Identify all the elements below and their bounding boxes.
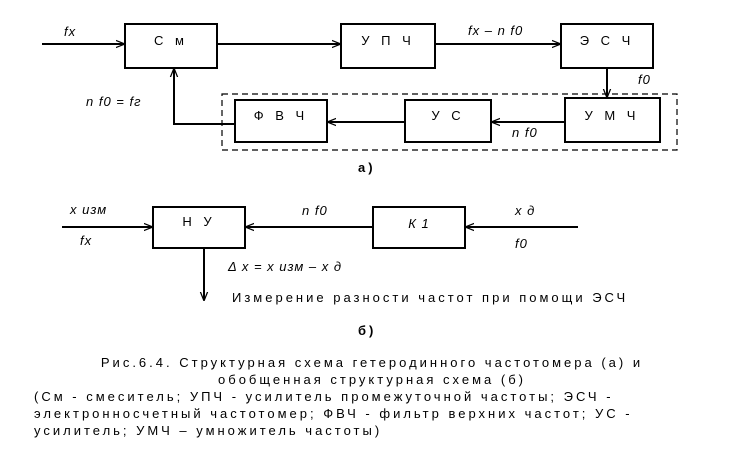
figure-caption: Рис.6.4. Структурная схема гетеродинного… bbox=[34, 355, 643, 438]
label-xmeas: x изм bbox=[69, 202, 107, 217]
sublabel-b: б) bbox=[358, 323, 376, 338]
diagram-a: С м У П Ч Э С Ч У М Ч У С Ф В Ч fx fx – … bbox=[42, 23, 678, 175]
amplifier-block bbox=[404, 99, 492, 143]
label-f0: f0 bbox=[515, 236, 528, 251]
amplifier-label: У С bbox=[431, 108, 464, 123]
multiplier-label: У М Ч bbox=[585, 108, 640, 123]
if-amplifier-block bbox=[340, 23, 436, 69]
label-counter-f0: f0 bbox=[638, 72, 651, 87]
k1-block bbox=[372, 206, 466, 249]
hpf-block bbox=[234, 99, 328, 143]
caption-line-1: Рис.6.4. Структурная схема гетеродинного… bbox=[101, 355, 643, 370]
diagram-b: Н У К 1 x изм fx n f0 x д f0 Δ x = x изм… bbox=[62, 202, 628, 338]
nu-block bbox=[152, 206, 246, 249]
label-input-fx: fx bbox=[64, 24, 76, 39]
dashed-frame bbox=[221, 93, 678, 151]
mixer-block bbox=[124, 23, 218, 69]
k1-label: К 1 bbox=[408, 216, 430, 231]
multiplier-block bbox=[564, 97, 661, 143]
label-fx: fx bbox=[80, 233, 92, 248]
label-feedback: n f0 = fг bbox=[86, 94, 142, 109]
caption-line-3: (См - смеситель; УПЧ - усилитель промежу… bbox=[34, 389, 614, 404]
if-amplifier-label: У П Ч bbox=[361, 33, 415, 48]
hpf-label: Ф В Ч bbox=[254, 108, 308, 123]
caption-line-5: усилитель; УМЧ – умножитель частоты) bbox=[34, 423, 382, 438]
label-nf0: n f0 bbox=[302, 203, 328, 218]
caption-line-2: обобщенная структурная схема (б) bbox=[218, 372, 526, 387]
sublabel-a: а) bbox=[358, 160, 376, 175]
measurement-text: Измерение разности частот при помощи ЭСЧ bbox=[232, 290, 628, 305]
counter-label: Э С Ч bbox=[580, 33, 635, 48]
label-mixer-out: fx – n f0 bbox=[468, 23, 523, 38]
label-mult-out: n f0 bbox=[512, 125, 538, 140]
label-delta: Δ x = x изм – x д bbox=[227, 259, 342, 274]
nu-label: Н У bbox=[182, 214, 215, 229]
arrow-hpf-to-mixer bbox=[174, 69, 235, 125]
caption-line-4: электронносчетный частотомер; ФВЧ - филь… bbox=[34, 406, 633, 421]
label-xd: x д bbox=[514, 203, 535, 218]
mixer-label: С м bbox=[154, 33, 188, 48]
